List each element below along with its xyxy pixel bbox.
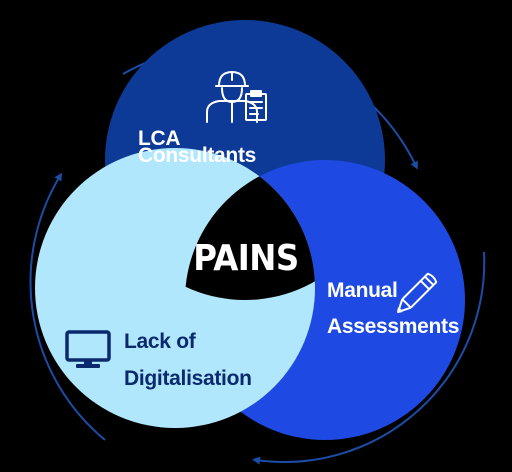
- consultants-label-line1: LCA: [138, 127, 180, 150]
- consultants-label-line2: Consultants: [138, 144, 256, 167]
- center-label: PAINS: [193, 238, 298, 279]
- monitor-icon: [65, 330, 111, 368]
- manual-label-line2: Assessments: [327, 315, 459, 338]
- digital-label-line2: Digitalisation: [124, 367, 252, 390]
- construction-worker-clipboard-icon: [206, 71, 267, 123]
- digital-label-line1: Lack of: [124, 330, 197, 353]
- pencil-icon: [397, 272, 438, 313]
- manual-label-line1: Manual: [327, 279, 398, 302]
- cycle-arrow-bottom: [252, 251, 486, 465]
- cycle-arrow-left: [29, 172, 106, 441]
- center-intersection: [185, 160, 315, 300]
